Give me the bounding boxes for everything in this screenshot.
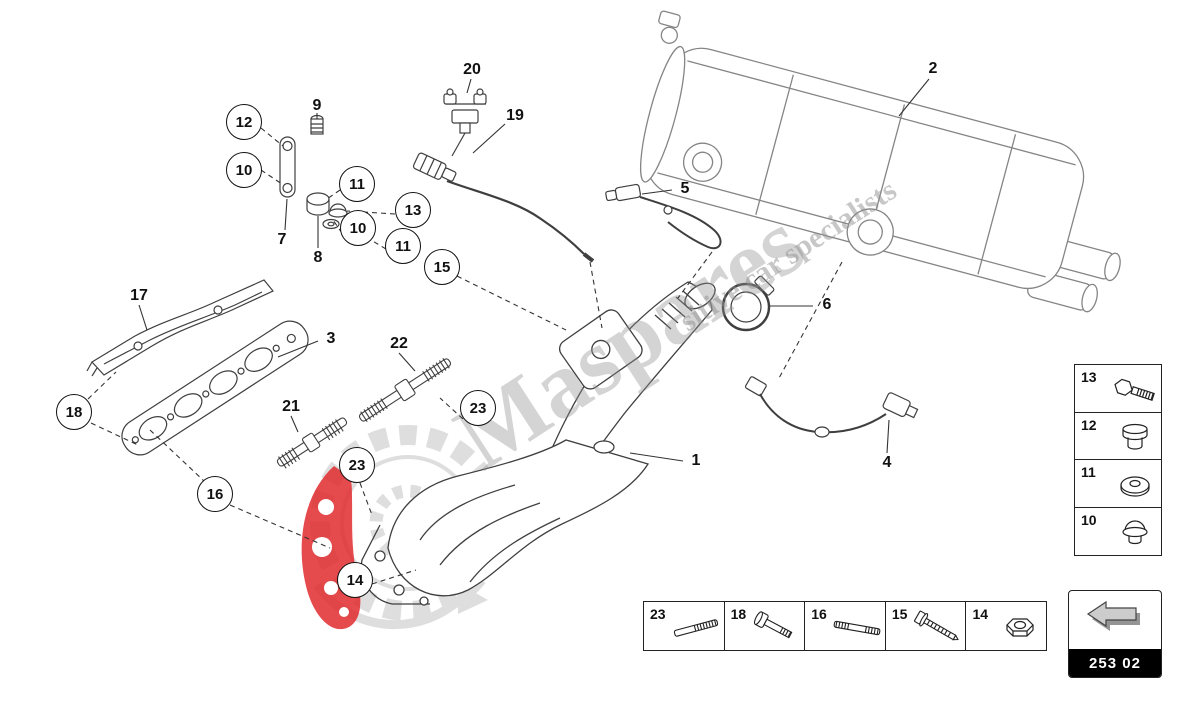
callout-12[interactable]: 12 <box>226 104 262 140</box>
legend-number-13: 13 <box>1081 369 1097 385</box>
part-group-box[interactable]: 253 02 <box>1068 590 1162 678</box>
part-label-4[interactable]: 4 <box>882 454 892 471</box>
part-group-code: 253 02 <box>1069 649 1161 677</box>
lambda-sensor-cable-drawing <box>744 376 919 438</box>
legend-item-23[interactable]: 23 <box>643 601 725 651</box>
part-label-19[interactable]: 19 <box>506 107 524 124</box>
callout-10-2[interactable]: 10 <box>340 210 376 246</box>
muffler-assembly-drawing <box>639 10 1121 313</box>
callout-23[interactable]: 23 <box>460 390 496 426</box>
callout-15[interactable]: 15 <box>424 249 460 285</box>
socket-bolt-icon <box>753 611 793 639</box>
stud-21-drawing <box>276 417 348 469</box>
part-label-7[interactable]: 7 <box>277 231 287 248</box>
watermark-text-group: Maspares sitive car specialists <box>438 173 903 489</box>
stud-icon <box>833 621 881 636</box>
part-label-2[interactable]: 2 <box>928 60 938 77</box>
page-arrow-icon <box>1086 600 1140 631</box>
stud-22-drawing <box>358 357 452 423</box>
catalytic-downpipe-drawing <box>518 281 716 479</box>
part-label-3[interactable]: 3 <box>326 330 336 347</box>
legend-item-11[interactable]: 11 <box>1074 459 1162 509</box>
part-label-8[interactable]: 8 <box>313 249 323 266</box>
legend-item-12[interactable]: 12 <box>1074 411 1162 461</box>
long-screw-icon <box>913 611 959 641</box>
manifold-gasket-drawing <box>121 320 309 456</box>
legend-item-16[interactable]: 16 <box>804 601 887 651</box>
exhaust-manifold-drawing <box>360 439 650 606</box>
exhaust-clamp-drawing <box>721 275 775 332</box>
legend-item-15[interactable]: 15 <box>884 601 967 651</box>
callout-10[interactable]: 10 <box>226 152 262 188</box>
part-label-22[interactable]: 22 <box>390 335 408 352</box>
side-legend: 13 12 11 <box>1074 364 1162 556</box>
legend-item-18[interactable]: 18 <box>723 601 806 651</box>
solid-leader-lines <box>138 78 930 462</box>
legend-number-18: 18 <box>730 606 747 622</box>
legend-item-10[interactable]: 10 <box>1074 506 1162 556</box>
part-label-5[interactable]: 5 <box>680 180 690 197</box>
callout-14[interactable]: 14 <box>337 562 373 598</box>
hex-bolt-icon <box>1114 378 1155 401</box>
part-label-20[interactable]: 20 <box>463 61 481 78</box>
bracket-bushing-parts-drawing <box>279 114 348 230</box>
hex-nut-icon <box>1006 618 1035 637</box>
lambda-sensor-front-drawing <box>412 88 595 263</box>
legend-number-15: 15 <box>891 606 908 622</box>
callout-16[interactable]: 16 <box>197 476 233 512</box>
bottom-legend: 23 18 16 <box>643 601 1048 651</box>
legend-item-13[interactable]: 13 <box>1074 364 1162 413</box>
washer-icon <box>1120 476 1150 497</box>
callout-11-2[interactable]: 11 <box>385 228 421 264</box>
watermark-red-emblem <box>301 466 361 630</box>
page-arrow-icon-area <box>1069 591 1161 649</box>
heat-shield-drawing <box>86 279 274 377</box>
callout-23-2[interactable]: 23 <box>339 447 375 483</box>
plug-icon <box>1122 424 1148 451</box>
threaded-pin-icon <box>673 619 719 638</box>
legend-number-11: 11 <box>1081 464 1096 481</box>
part-label-21[interactable]: 21 <box>282 398 300 415</box>
part-label-17[interactable]: 17 <box>130 287 148 304</box>
lambda-sensor-rear-drawing <box>605 183 722 250</box>
leader-lines <box>87 78 930 585</box>
cap-nut-icon <box>1122 520 1148 544</box>
legend-number-16: 16 <box>811 606 827 622</box>
legend-number-14: 14 <box>972 606 989 622</box>
callout-11[interactable]: 11 <box>339 166 375 202</box>
part-label-9[interactable]: 9 <box>312 97 322 114</box>
legend-number-12: 12 <box>1081 416 1097 433</box>
legend-number-10: 10 <box>1081 511 1097 528</box>
dashed-leader-lines <box>87 127 843 585</box>
legend-item-14[interactable]: 14 <box>965 601 1048 651</box>
callout-13[interactable]: 13 <box>395 192 431 228</box>
callout-18[interactable]: 18 <box>56 394 92 430</box>
watermark-brand: Maspares <box>438 190 822 490</box>
legend-number-23: 23 <box>650 606 666 622</box>
part-label-1[interactable]: 1 <box>691 452 701 469</box>
part-label-6[interactable]: 6 <box>822 296 832 313</box>
